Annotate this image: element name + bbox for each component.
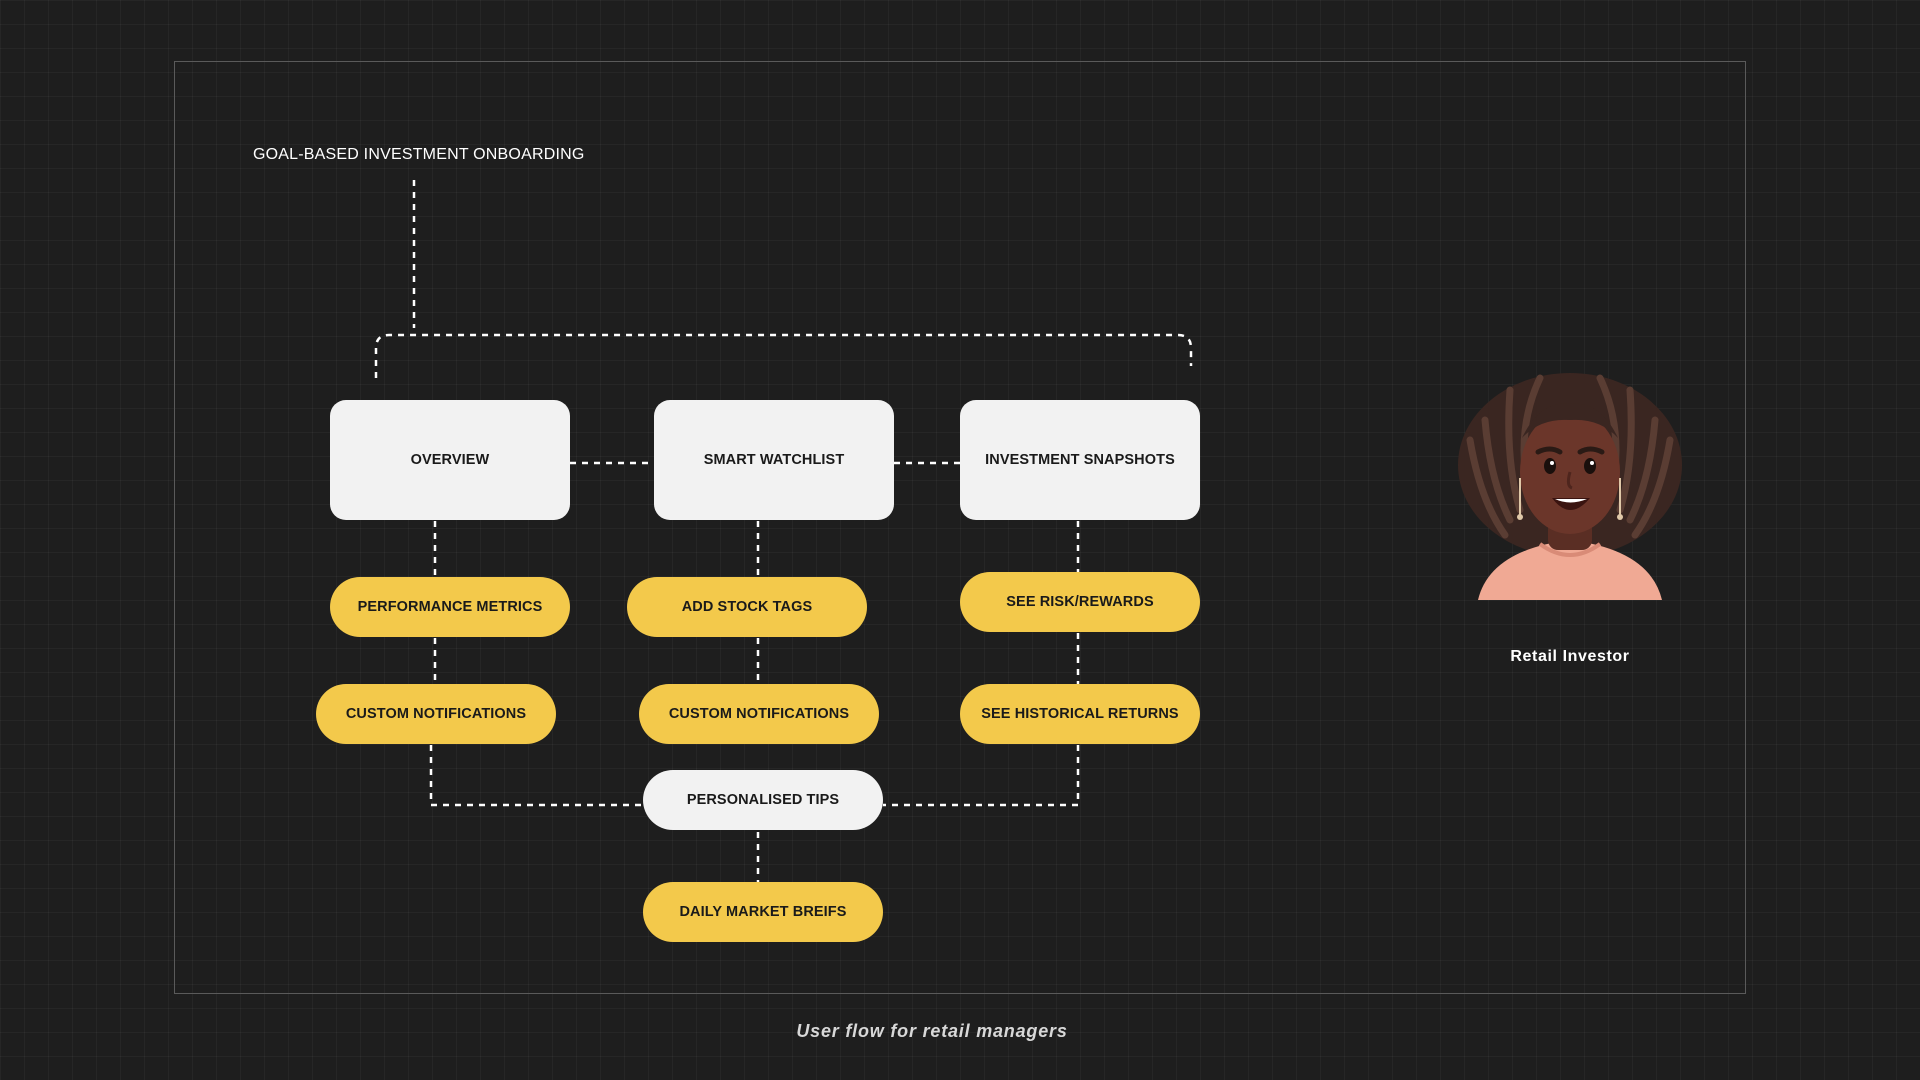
connector-branch-bar	[374, 333, 1193, 378]
overview-node[interactable]: OVERVIEW	[330, 400, 570, 520]
persona-label: Retail Investor	[1510, 648, 1630, 665]
personalised-tips-node[interactable]: PERSONALISED TIPS	[643, 770, 883, 830]
add-stock-tags-node[interactable]: ADD STOCK TAGS	[627, 577, 867, 637]
see-risk-rewards-node[interactable]: SEE RISK/REWARDS	[960, 572, 1200, 632]
connector-notifications-1-to-tips	[429, 745, 643, 807]
performance-metrics-node[interactable]: PERFORMANCE METRICS	[330, 577, 570, 637]
smart-watchlist-node[interactable]: SMART WATCHLIST	[654, 400, 894, 520]
diagram-frame	[174, 61, 1746, 994]
diagram-title: GOAL-BASED INVESTMENT ONBOARDING	[253, 146, 585, 163]
connector-returns-to-tips	[883, 745, 1080, 807]
retail-investor-avatar-icon	[1458, 373, 1682, 600]
custom-notifications-node-2[interactable]: CUSTOM NOTIFICATIONS	[639, 684, 879, 744]
diagram-caption: User flow for retail managers	[796, 1021, 1068, 1041]
see-historical-returns-node[interactable]: SEE HISTORICAL RETURNS	[960, 684, 1200, 744]
daily-market-briefs-node[interactable]: DAILY MARKET BREIFS	[643, 882, 883, 942]
custom-notifications-node-1[interactable]: CUSTOM NOTIFICATIONS	[316, 684, 556, 744]
investment-snapshots-node[interactable]: INVESTMENT SNAPSHOTS	[960, 400, 1200, 520]
